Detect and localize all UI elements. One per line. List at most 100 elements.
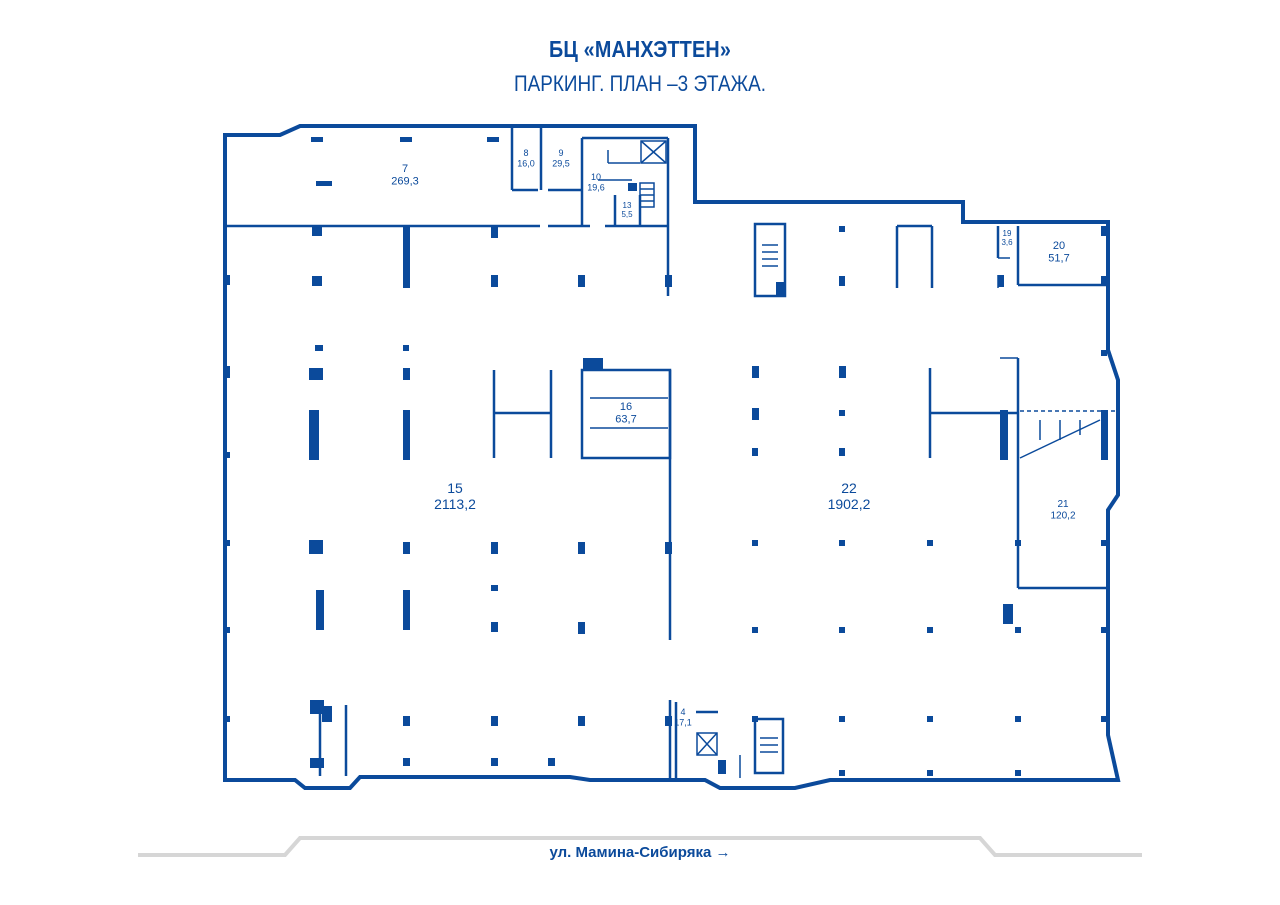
column [224,540,230,546]
page-title: БЦ «МАНХЭТТЕН» [548,36,732,62]
column [1101,226,1108,236]
column [1003,604,1013,624]
room-labels: 7269,3816,0929,51019,6135,5152113,21663,… [391,148,1076,727]
room-4-walls [674,702,785,778]
column [312,276,322,286]
column [491,542,498,554]
column [839,540,845,546]
column [403,590,410,630]
column [1015,540,1021,546]
column [1015,716,1021,722]
column [1101,410,1108,460]
column [1101,350,1107,356]
partition-left [492,370,553,458]
room-area-13: 5,5 [621,210,633,219]
street-label: ул. Мамина-Сибиряка → [549,844,731,861]
column [839,276,845,286]
column [752,448,758,456]
column [310,758,324,768]
column [491,585,498,591]
column [316,590,324,630]
column [578,716,585,726]
column [578,622,585,634]
room-area-7: 269,3 [391,176,419,188]
room-number-19: 19 [1003,229,1012,238]
column [927,770,933,776]
column [400,137,412,142]
column [927,627,933,633]
column [315,345,323,351]
column [1000,410,1008,460]
room-number-20: 20 [1053,240,1065,252]
column [839,448,845,456]
room-area-10: 19,6 [587,182,605,192]
room-number-21: 21 [1057,499,1069,510]
header: БЦ «МАНХЭТТЕН» ПАРКИНГ. ПЛАН –3 ЭТАЖА. [0,36,1280,97]
room-number-9: 9 [558,148,563,158]
column [839,716,845,722]
column [839,226,845,232]
column [311,137,323,142]
room-21-walls [1000,357,1116,590]
column [752,627,758,633]
room-area-21: 120,2 [1050,511,1075,522]
column [491,622,498,632]
column [224,716,230,722]
column [839,627,845,633]
column [752,408,759,420]
column [839,770,845,776]
page-subtitle: ПАРКИНГ. ПЛАН –3 ЭТАЖА. [514,71,766,96]
column [998,275,1004,287]
room-number-7: 7 [402,163,408,175]
stair-top [753,222,787,298]
column [548,758,555,766]
partition-right [895,224,1018,458]
outer-wall [223,124,1121,790]
column [309,410,319,460]
room-number-10: 10 [591,172,601,182]
room-number-16: 16 [620,401,632,413]
column [665,716,672,726]
column [1101,276,1108,286]
top-rooms-walls [227,128,670,296]
column [403,716,410,726]
room-19-20-walls [996,226,1106,288]
column [403,368,410,380]
column [839,410,845,416]
column [491,226,498,238]
room-area-16: 63,7 [615,414,636,426]
column [316,181,332,186]
column [1101,540,1107,546]
room-area-4: 17,1 [674,717,692,727]
room-number-8: 8 [523,148,528,158]
column [665,542,672,554]
room-number-22: 22 [841,480,857,496]
street-line [138,836,1142,857]
column [752,366,759,378]
room-area-22: 1902,2 [828,496,871,512]
room-area-15: 2113,2 [434,496,476,512]
column [1015,770,1021,776]
column [578,542,585,554]
column [752,716,758,722]
column [224,275,230,285]
column [1101,716,1107,722]
column [224,627,230,633]
column [665,275,672,287]
column [752,540,758,546]
column [491,716,498,726]
column [927,540,933,546]
room-number-15: 15 [447,480,463,496]
column [403,758,410,766]
columns [224,137,1108,776]
room-number-4: 4 [680,707,685,717]
column [309,540,323,554]
column [403,345,409,351]
column [927,716,933,722]
room-area-9: 29,5 [552,158,570,168]
room-area-19: 3,6 [1001,238,1013,247]
column [839,366,846,378]
room-number-13: 13 [623,201,632,210]
column [403,226,410,288]
